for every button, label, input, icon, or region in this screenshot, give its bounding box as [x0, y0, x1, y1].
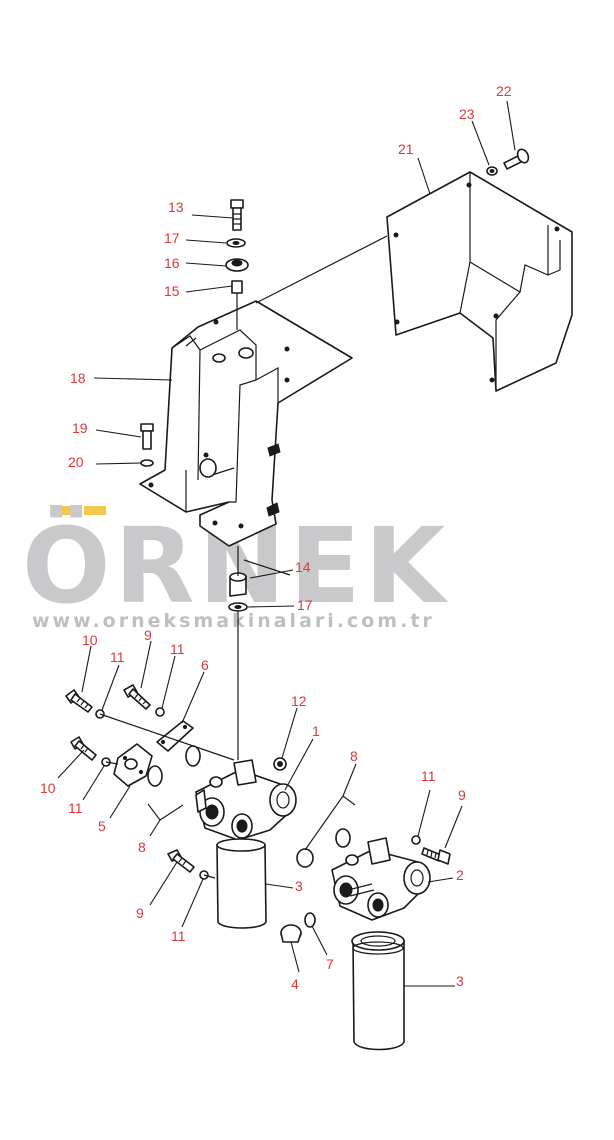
callout-23: 23: [459, 106, 475, 122]
callout-3-left: 3: [295, 878, 303, 894]
filter-head-1: [195, 759, 297, 841]
bolt-10-lower: [70, 736, 97, 761]
assembly-line-b: [99, 713, 235, 761]
callout-16: 16: [164, 255, 180, 271]
callout-11-b: 11: [170, 641, 185, 657]
cover-plate-21: [386, 171, 573, 392]
callout-11-a: 11: [110, 649, 125, 665]
washer-17-lower: [228, 602, 248, 612]
callout-8-left: 8: [138, 839, 146, 855]
callout-22: 22: [496, 83, 512, 99]
spacer-15: [231, 280, 243, 294]
bolt-10-upper: [65, 689, 93, 713]
callout-7: 7: [326, 956, 334, 972]
callout-11-e: 11: [171, 928, 186, 944]
callout-11-d: 11: [421, 768, 436, 784]
callout-4: 4: [291, 976, 299, 992]
o-ring-7: [304, 912, 316, 928]
callout-2: 2: [456, 867, 464, 883]
callout-labels: 22 23 21 13 17 16 15 18 19 20 14 17 10 9…: [40, 83, 512, 992]
bolt-19: [140, 423, 154, 450]
bolt-22: [503, 148, 530, 170]
bolt-9-right: [421, 847, 451, 865]
filter-element-3-left: [216, 838, 267, 929]
washer-17-top: [226, 238, 246, 248]
o-ring-left-b: [185, 745, 201, 767]
callout-5: 5: [98, 818, 106, 834]
callout-9-lower: 9: [136, 905, 144, 921]
plug-12: [273, 757, 287, 771]
o-ring-right-b: [335, 828, 351, 848]
callout-3-right: 3: [456, 973, 464, 989]
callout-10-upper: 10: [82, 632, 98, 648]
spacer-14: [229, 572, 247, 597]
callout-1: 1: [312, 723, 320, 739]
umlaut-dot-left: [55, 506, 77, 515]
callout-11-c: 11: [68, 800, 83, 816]
plug-4: [280, 924, 302, 943]
washer-23: [486, 166, 498, 176]
callout-6: 6: [201, 657, 209, 673]
callout-8-right: 8: [350, 748, 358, 764]
callout-19: 19: [72, 420, 88, 436]
callout-20: 20: [68, 454, 84, 470]
filter-head-2: [331, 837, 431, 921]
o-ring-left-a: [147, 765, 163, 787]
plate-6: [156, 720, 194, 752]
bolt-13: [230, 199, 244, 231]
o-ring-right-a: [296, 848, 314, 868]
umlaut-dot-right: [84, 506, 106, 515]
filter-element-3-right: [351, 931, 405, 1051]
bracket-18: [139, 300, 353, 547]
callout-9-right: 9: [458, 787, 466, 803]
nut-16: [225, 258, 249, 272]
callout-18: 18: [70, 370, 86, 386]
callout-15: 15: [164, 283, 180, 299]
callout-12: 12: [291, 693, 307, 709]
callout-17-lower: 17: [297, 597, 313, 613]
callout-10-lower: 10: [40, 780, 56, 796]
callout-9-upper: 9: [144, 627, 152, 643]
callout-21: 21: [398, 141, 414, 157]
callout-13: 13: [168, 199, 184, 215]
leader-lines: [57, 100, 516, 987]
assembly-line-c: [105, 761, 119, 765]
callout-14: 14: [295, 559, 311, 575]
callout-17-top: 17: [164, 230, 180, 246]
washer-11-b: [155, 707, 165, 717]
assembly-line-d: [203, 874, 216, 879]
washer-20: [140, 459, 154, 467]
bolt-9-lower: [167, 849, 195, 873]
bolt-9-upper: [123, 684, 151, 710]
watermark-url: www.orneksmakinalari.com.tr: [32, 610, 435, 632]
washer-11-d: [411, 835, 421, 845]
block-5: [113, 743, 153, 787]
